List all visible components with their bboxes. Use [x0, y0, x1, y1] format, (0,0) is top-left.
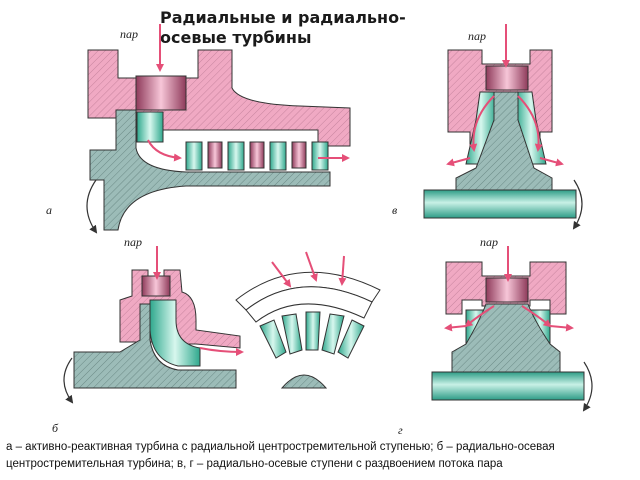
panel-label-v: в: [392, 203, 397, 217]
page-title: Радиальные и радиально-осевые турбины: [160, 8, 406, 47]
flow-arrow: [338, 255, 347, 286]
stage-blade: [185, 141, 203, 171]
nozzle: [485, 65, 529, 91]
stage-nozzle: [249, 141, 265, 169]
panel-b: пар б: [52, 235, 244, 435]
rotation-arrow: [572, 179, 583, 230]
panel-g: пар г: [398, 235, 593, 437]
rotor-vane: [337, 319, 365, 359]
flow-arrow-left: [464, 305, 495, 328]
panel-label-a: а: [46, 203, 52, 217]
flow-arrow-left: [469, 95, 495, 152]
rotation-arrow: [582, 361, 593, 412]
nozzle: [141, 275, 171, 297]
steam-label: пар: [480, 235, 498, 249]
rotor-disk: [73, 303, 237, 389]
steam-label: пар: [124, 235, 142, 249]
rotation-arrow: [86, 179, 98, 234]
exhaust-arrow-right: [549, 323, 574, 332]
stage-nozzle: [207, 141, 223, 169]
stage-blade: [227, 141, 245, 171]
nozzle: [485, 277, 529, 303]
flow-arrow: [199, 347, 244, 356]
rotation-arrow: [63, 357, 74, 404]
hub: [280, 374, 328, 389]
nozzle: [135, 75, 187, 111]
flow-arrow: [271, 261, 292, 288]
stage-nozzle: [291, 141, 307, 169]
rotor-vane: [281, 313, 303, 355]
steam-label: пар: [120, 27, 138, 41]
exhaust-arrow-left: [444, 323, 467, 332]
rotor-vane: [305, 311, 321, 351]
wheel-section: [235, 251, 381, 389]
flow-arrow-right: [517, 95, 543, 152]
shaft: [431, 371, 585, 401]
stage-blade: [311, 141, 329, 171]
flow-arrow: [147, 139, 182, 162]
rotor-disk: [89, 109, 331, 231]
exhaust-arrow-left: [446, 157, 471, 167]
panel-label-b: б: [52, 421, 59, 435]
rotor-blade: [149, 299, 201, 367]
rotor-blade: [136, 111, 164, 143]
flow-arrow-right: [521, 305, 552, 328]
flow-arrow: [305, 251, 318, 282]
shaft: [423, 189, 577, 219]
turbine-diagram: пар а пар б: [46, 24, 593, 437]
panel-a: пар а: [46, 24, 351, 234]
panel-v: пар в: [392, 24, 583, 230]
exhaust-arrow-right: [539, 157, 564, 167]
panel-label-g: г: [398, 423, 403, 437]
guide-vanes: [245, 286, 373, 323]
steam-label: пар: [468, 29, 486, 43]
figure-caption: а – активно-реактивная турбина с радиаль…: [6, 441, 555, 470]
rotor-vane: [321, 313, 345, 355]
rotor-vane: [259, 319, 287, 359]
stage-blade: [269, 141, 287, 171]
